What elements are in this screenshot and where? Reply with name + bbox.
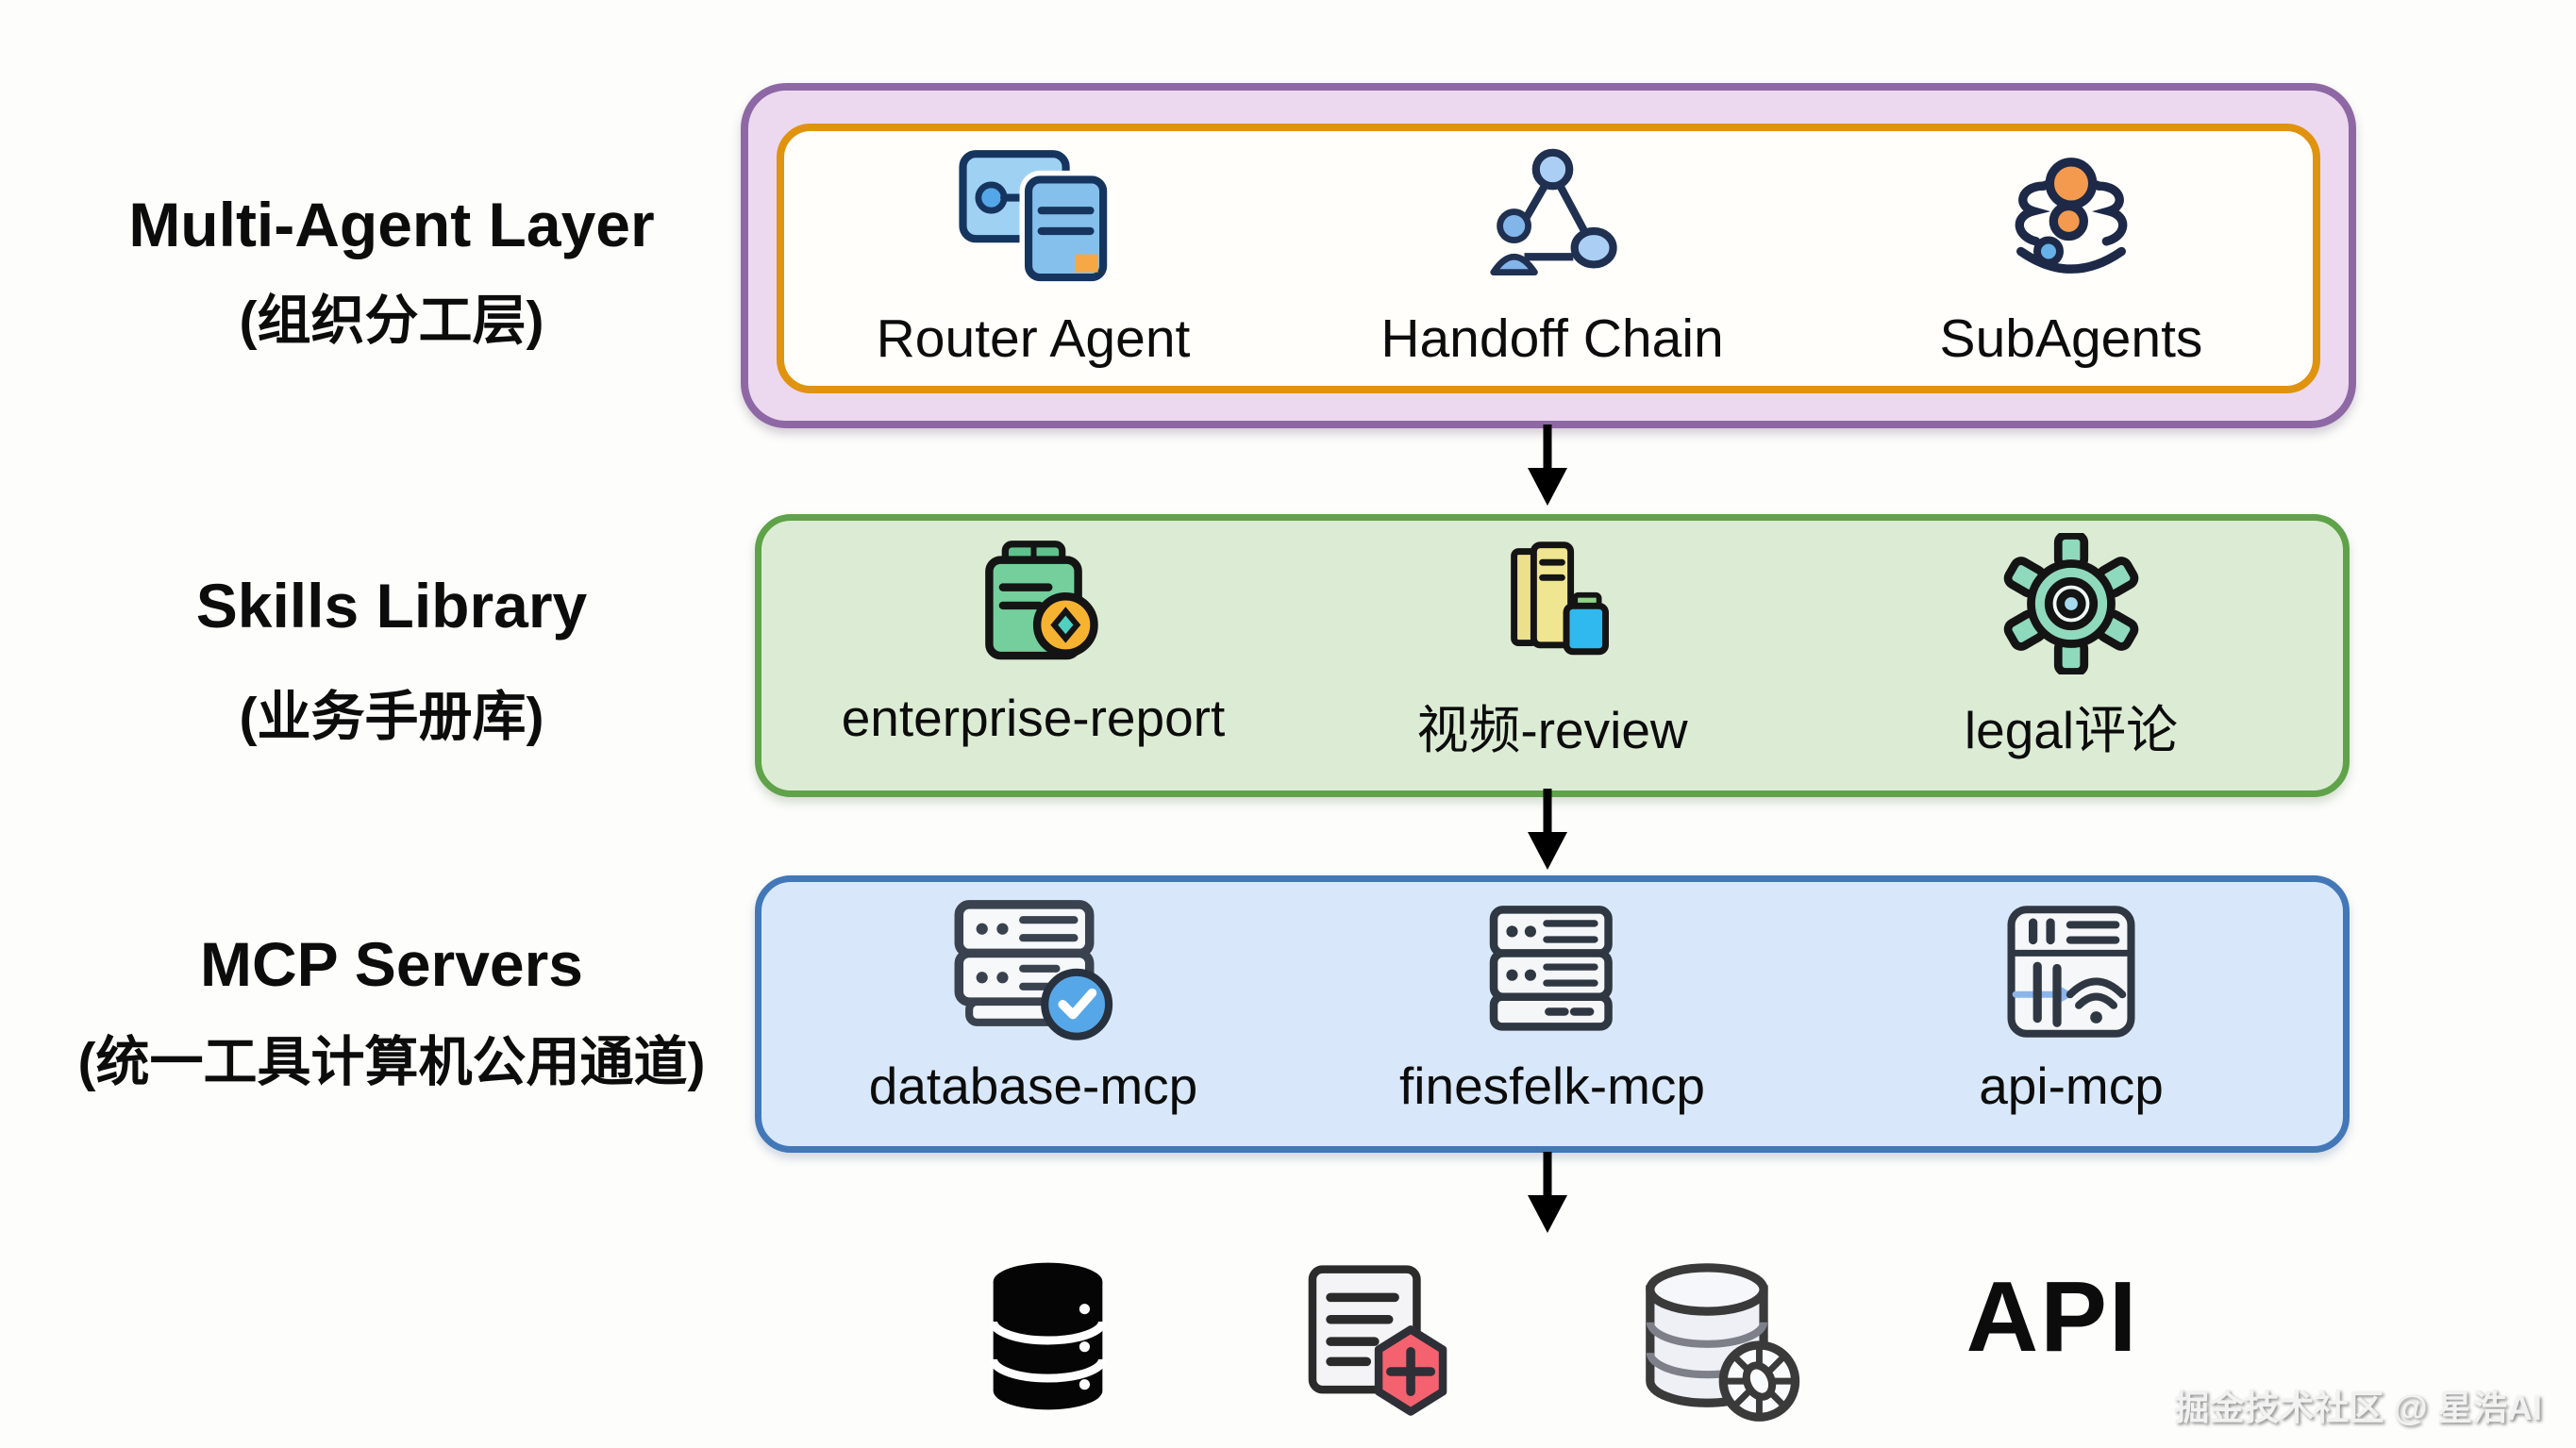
flow-arrow [1526,424,1569,512]
api-label: API [1965,1261,2139,1373]
report-coin-icon [960,530,1108,676]
gear-icon [2000,530,2142,676]
database-icon [979,1257,1116,1429]
subagents-icon [1996,141,2147,292]
enterprise-report-item: enterprise-report [769,530,1297,748]
api-mcp-item: api-mcp [1807,898,2335,1116]
layer-title-mcp: MCP Servers [199,929,584,999]
item-label: enterprise-report [841,689,1226,747]
document-shield-icon [1302,1259,1453,1424]
item-label: legal评论 [1964,701,2179,759]
database-mcp-item: database-mcp [769,898,1297,1116]
item-label: 视频-review [1416,701,1688,759]
item-label: finesfelk-mcp [1399,1057,1705,1115]
item-label: Handoff Chain [1380,308,1724,369]
subagents-item: SubAgents [1807,141,2335,370]
item-label: SubAgents [1939,308,2203,369]
handoff-chain-icon [1475,141,1631,292]
layer-title-skills: Skills Library [195,571,588,641]
server-stack-icon [1478,898,1627,1044]
legal-review-item: legal评论 [1807,530,2335,763]
watermark: 掘金技术社区 @ 星浩AI [2174,1389,2542,1427]
video-review-item: 视频-review [1288,530,1816,763]
layer-subtitle-mcp: (统一工具计算机公用通道) [77,1032,706,1092]
flow-arrow [1526,789,1569,876]
server-check-icon [944,898,1123,1044]
item-label: api-mcp [1979,1057,2164,1115]
server-wifi-icon [2000,898,2142,1044]
flow-arrow [1526,1152,1569,1240]
router-agent-item: Router Agent [769,141,1297,370]
item-label: Router Agent [876,308,1191,369]
database-gear-icon [1631,1255,1805,1434]
router-agent-icon [956,141,1112,292]
item-label: database-mcp [868,1057,1198,1115]
layer-title-multi-agent: Multi-Agent Layer [128,190,655,259]
layer-subtitle-multi-agent: (组织分工层) [239,291,544,351]
handoff-chain-item: Handoff Chain [1288,141,1816,370]
video-books-icon [1481,530,1623,676]
finesfelk-mcp-item: finesfelk-mcp [1288,898,1816,1116]
layer-subtitle-skills: (业务手册库) [239,687,544,747]
